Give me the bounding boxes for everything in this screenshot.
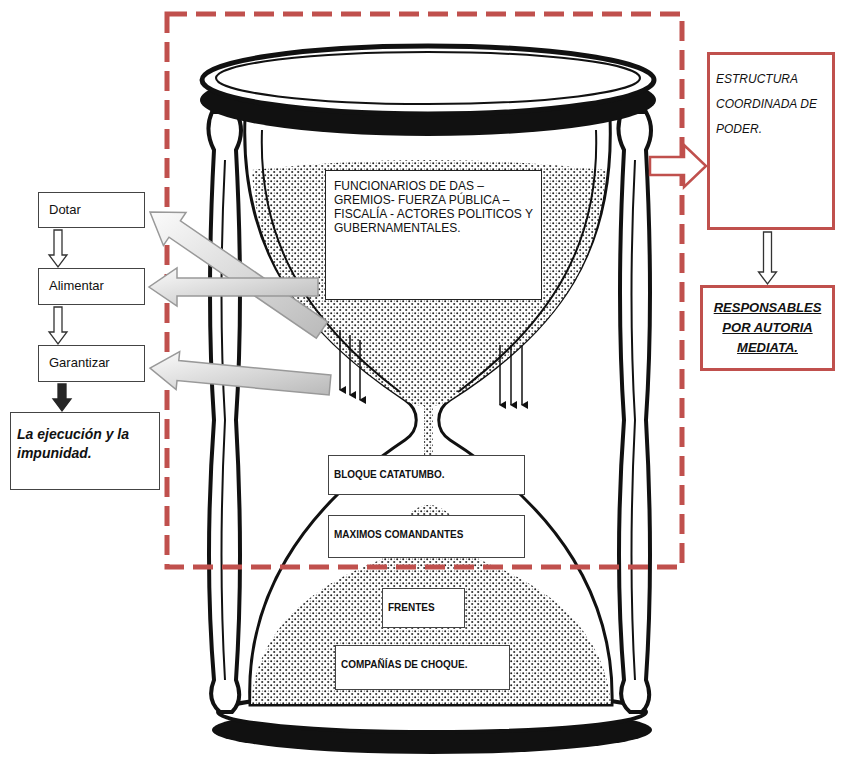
post-shading (632, 160, 636, 680)
hourglass-post (618, 112, 651, 712)
falling-arrow (499, 345, 501, 405)
box-text: MAXIMOS COMANDANTES (334, 529, 519, 541)
hourglass-glass (245, 118, 612, 705)
falling-arrow (339, 330, 341, 390)
falling-arrow (349, 335, 351, 395)
structure-box: ESTRUCTURA COORDINADA DE PODER. (707, 52, 835, 230)
box-text: Alimentar (49, 278, 134, 294)
box-text: RESPONSABLES POR AUTORIA MEDIATA. (707, 298, 828, 358)
outcome-box: La ejecución y la impunidad. (10, 412, 160, 490)
block-arrow (150, 352, 331, 395)
level-box: FRENTES (382, 588, 465, 628)
level-box: BLOQUE CATATUMBO. (328, 455, 525, 495)
flow-arrow (53, 384, 71, 411)
box-text: Garantizar (49, 355, 134, 371)
falling-arrow (521, 345, 523, 405)
flow-arrow (49, 230, 67, 267)
box-text: La ejecución y la impunidad. (17, 425, 153, 463)
box-text: FUNCIONARIOS DE DAS – GREMIOS- FUERZA PÚ… (334, 179, 533, 235)
block-arrow (149, 268, 318, 306)
action-box: Garantizar (38, 345, 145, 382)
box-text: BLOQUE CATATUMBO. (334, 469, 519, 481)
action-box: Dotar (38, 192, 145, 228)
hourglass-post (208, 112, 241, 712)
action-box: Alimentar (38, 268, 145, 305)
sand-bottom (251, 505, 611, 704)
falling-arrow (510, 345, 512, 405)
flow-arrow (759, 232, 777, 284)
block-arrow (150, 212, 328, 338)
flow-arrow (49, 307, 67, 344)
level-box: COMPAÑÍAS DE CHOQUE. (335, 645, 510, 690)
responsibility-box: RESPONSABLES POR AUTORIA MEDIATA. (700, 285, 835, 371)
falling-arrow (359, 340, 361, 400)
post-shading (222, 160, 226, 680)
box-text: Dotar (49, 202, 134, 218)
box-text: COMPAÑÍAS DE CHOQUE. (341, 659, 504, 671)
hourglass-cap-inner (216, 52, 640, 104)
box-text: ESTRUCTURA COORDINADA DE PODER. (716, 67, 826, 142)
level-box: MAXIMOS COMANDANTES (328, 515, 525, 558)
box-text: FRENTES (388, 602, 459, 614)
region-arrow (650, 145, 706, 187)
actor-box: FUNCIONARIOS DE DAS – GREMIOS- FUERZA PÚ… (325, 170, 542, 300)
hourglass-cap (202, 46, 654, 114)
